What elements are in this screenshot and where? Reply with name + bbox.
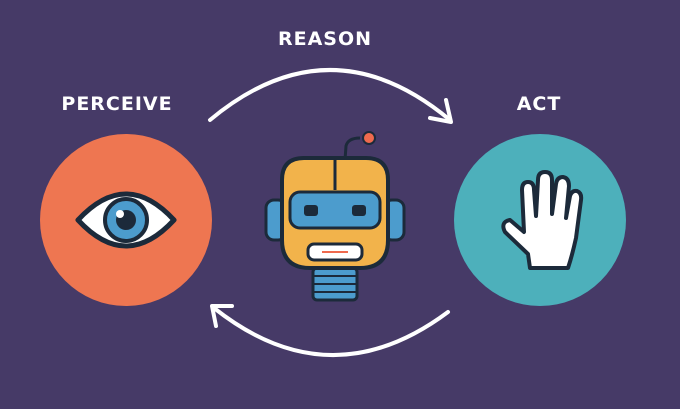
reason-label: REASON: [277, 28, 373, 50]
act-label: ACT: [516, 93, 562, 115]
act-node: [454, 134, 626, 306]
perceive-label: PERCEIVE: [61, 93, 173, 115]
return-arrow: [212, 306, 450, 357]
robot-icon: [264, 131, 406, 302]
hand-icon: [501, 170, 584, 270]
perceive-node: [40, 134, 212, 306]
return-arrow-head: [210, 304, 234, 328]
reason-arrow-head: [428, 98, 453, 124]
reason-arrow: [208, 68, 452, 122]
eye-icon: [75, 191, 177, 249]
